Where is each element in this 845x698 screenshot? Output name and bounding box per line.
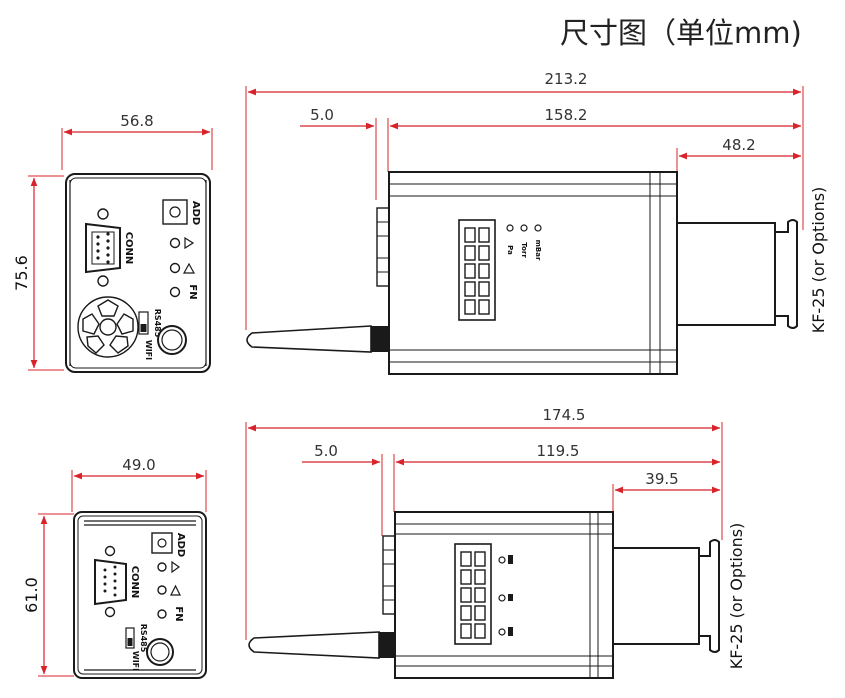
- fitting-label: KF-25 (or Options): [809, 187, 828, 334]
- kf-flange: [774, 219, 798, 329]
- device-body-small: [394, 511, 614, 679]
- db9-connector-small: [94, 545, 127, 618]
- db9-connector: [85, 208, 121, 287]
- add-label: ADD: [190, 201, 201, 225]
- fn-label: FN: [187, 284, 198, 299]
- height-label: 75.6: [12, 255, 31, 291]
- rs485-label: RS485: [153, 309, 162, 338]
- led-mbar-label: mBar: [534, 240, 542, 261]
- body-length-label: 158.2: [545, 106, 588, 124]
- body-length-label-small: 119.5: [537, 442, 580, 460]
- conn-label: CONN: [123, 232, 134, 265]
- antenna-small: [248, 631, 380, 659]
- sensor-tube: [676, 222, 776, 326]
- wifi-label: WIFI: [144, 340, 153, 360]
- side-view-large: 213.2 5.0 158.2 48.2: [245, 70, 828, 375]
- rs485-label-small: RS485: [139, 624, 148, 653]
- sensor-tube-small: [612, 547, 700, 645]
- display-panel-small: [454, 543, 492, 645]
- height-label-small: 61.0: [22, 577, 41, 613]
- flange-offset-label: 5.0: [310, 106, 334, 124]
- width-label-small: 49.0: [122, 456, 155, 474]
- conn-label-small: CONN: [129, 566, 140, 599]
- front-view-small: 49.0 61.0 CONN ADD FN: [22, 456, 207, 679]
- add-label-small: ADD: [175, 533, 186, 557]
- fn-label-small: FN: [173, 606, 184, 621]
- led-pa-label: Pa: [506, 245, 514, 255]
- wifi-label-small: WIFI: [131, 651, 140, 671]
- antenna: [246, 325, 372, 353]
- overall-length-label: 213.2: [545, 70, 588, 88]
- front-view-large: 56.8 75.6 CONN ADD: [12, 112, 213, 373]
- side-view-small: 174.5 5.0 119.5 39.5: [245, 406, 746, 679]
- page-title: 尺寸图（单位mm): [560, 16, 802, 50]
- width-label: 56.8: [120, 112, 153, 130]
- tube-length-label-small: 39.5: [645, 470, 678, 488]
- overall-length-label-small: 174.5: [543, 406, 586, 424]
- device-body: [388, 171, 678, 375]
- display-panel: [458, 219, 496, 321]
- led-torr-label: Torr: [520, 242, 528, 258]
- vent-fan: [77, 296, 139, 358]
- fitting-label-small: KF-25 (or Options): [727, 523, 746, 670]
- kf-flange-small: [698, 539, 720, 653]
- add-button-small: [151, 532, 173, 554]
- add-button: [162, 199, 188, 225]
- tube-length-label: 48.2: [722, 136, 755, 154]
- flange-offset-label-small: 5.0: [314, 442, 338, 460]
